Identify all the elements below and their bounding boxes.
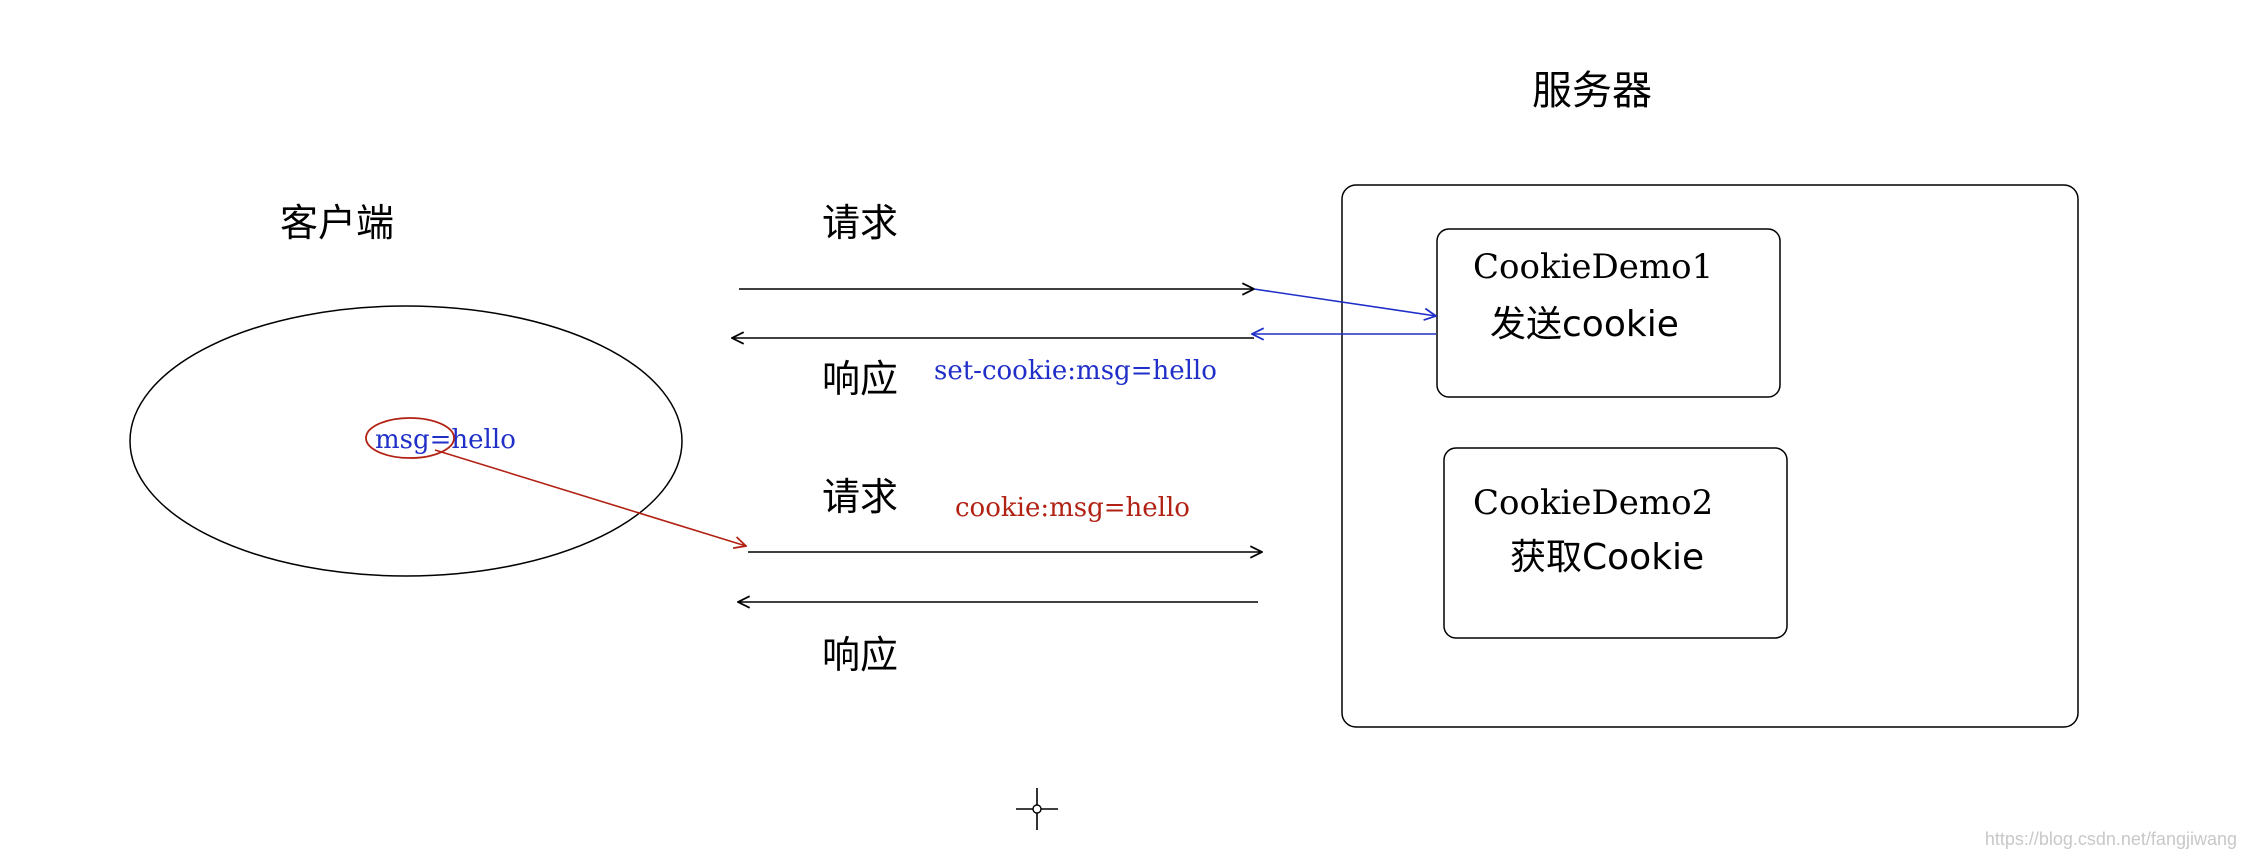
- cookie-demo1-name: CookieDemo1: [1473, 247, 1713, 287]
- cookie-demo2-box: [1443, 447, 1788, 639]
- cookie-demo2-desc: 获取Cookie: [1510, 537, 1704, 578]
- cookie-header-label: cookie:msg=hello: [955, 493, 1190, 523]
- response-label-2: 响应: [822, 633, 898, 677]
- crosshair-cursor-icon: [1016, 788, 1058, 830]
- server-title: 服务器: [1532, 68, 1652, 114]
- red-cookie-arrow: [434, 449, 746, 546]
- client-title: 客户端: [280, 201, 394, 245]
- server-box: [1341, 184, 2079, 728]
- client-ellipse: [129, 305, 683, 577]
- cookie-demo2-name: CookieDemo2: [1473, 483, 1713, 523]
- set-cookie-label: set-cookie:msg=hello: [934, 356, 1217, 386]
- request-label-1: 请求: [822, 201, 898, 245]
- client-cookie-highlight: [365, 417, 455, 459]
- response-label-1: 响应: [822, 357, 898, 401]
- watermark: https://blog.csdn.net/fangjiwang: [1985, 829, 2237, 849]
- cookie-demo1-desc: 发送cookie: [1490, 304, 1679, 345]
- request-label-2: 请求: [822, 475, 898, 519]
- blue-arrow-to-demo1: [1253, 288, 1436, 316]
